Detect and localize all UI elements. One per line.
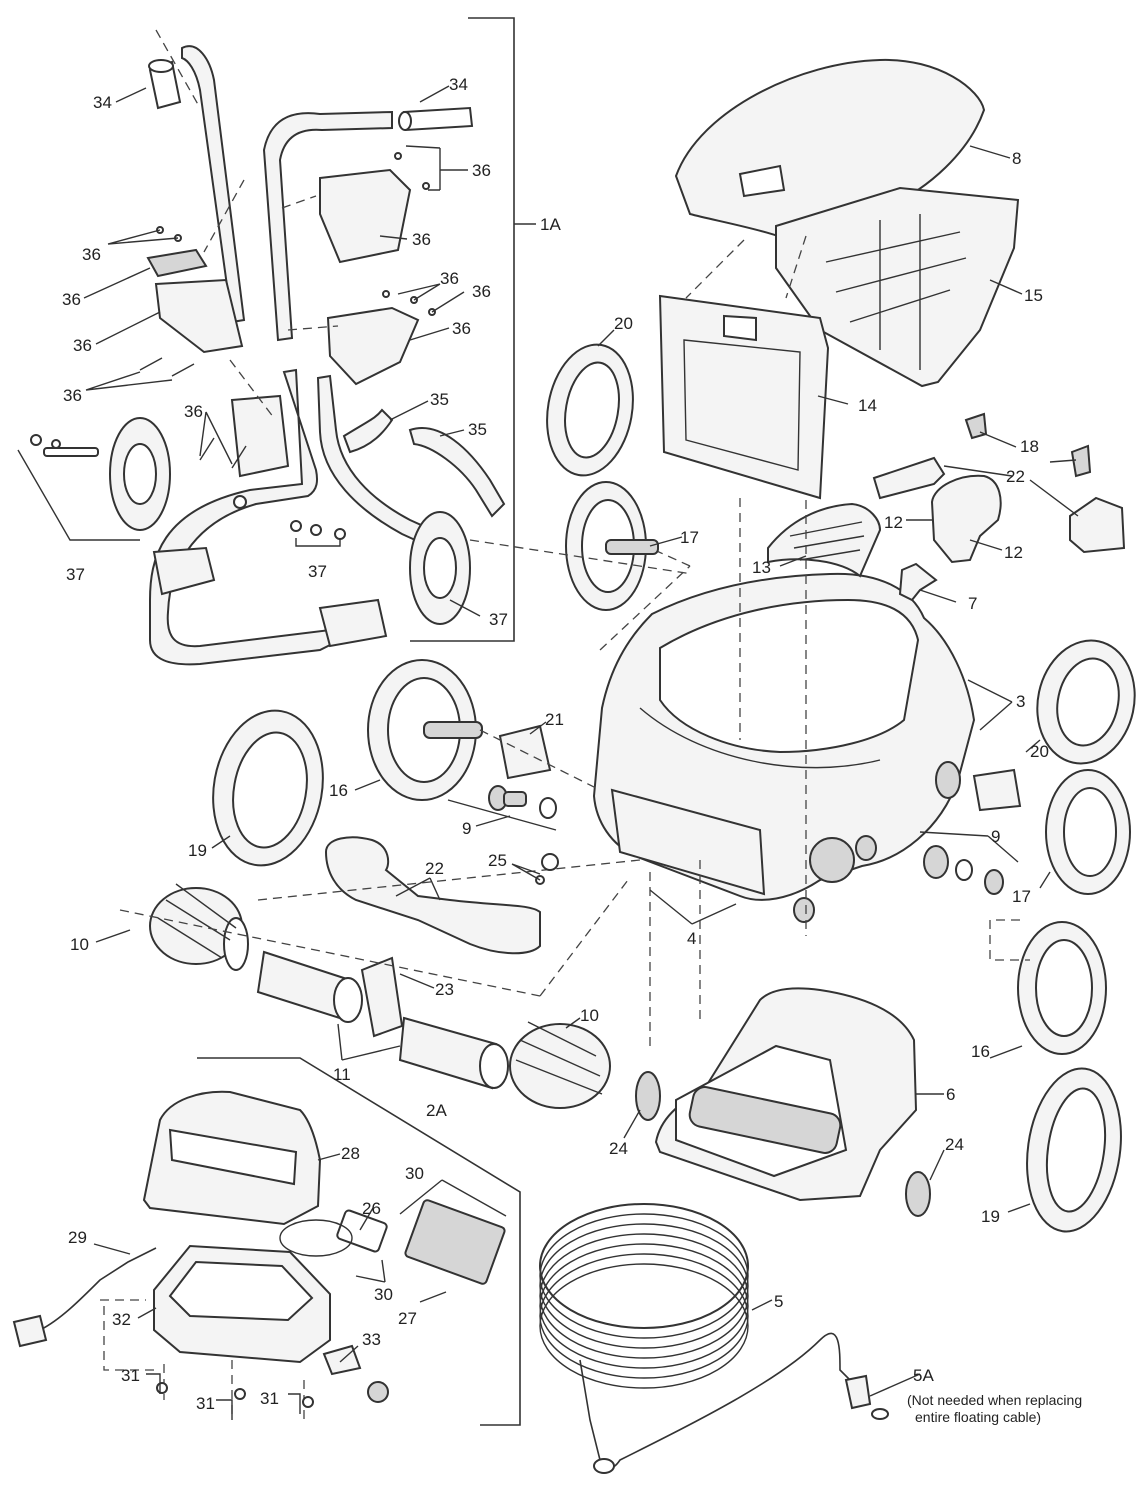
- callout-29: 29: [68, 1228, 87, 1247]
- callout-9a: 9: [462, 819, 472, 838]
- callout-37b: 37: [308, 562, 327, 581]
- callout-17a: 17: [680, 528, 699, 547]
- callout-36i: 36: [452, 319, 471, 338]
- callout-15: 15: [1024, 286, 1043, 305]
- robot-assembly: [592, 58, 1126, 1050]
- callout-20a: 20: [614, 314, 633, 333]
- callout-36c: 36: [73, 336, 92, 355]
- callout-36g: 36: [440, 269, 459, 288]
- bottom-housing: [535, 875, 931, 1217]
- callout-23: 23: [435, 980, 454, 999]
- callout-24b: 24: [945, 1135, 964, 1154]
- callout-30b: 30: [374, 1285, 393, 1304]
- callout-3: 3: [1016, 692, 1026, 711]
- callout-13: 13: [752, 558, 771, 577]
- power-supply-assembly: [12, 1090, 506, 1420]
- callout-22a: 22: [1006, 467, 1025, 486]
- callout-35a: 35: [430, 390, 449, 409]
- callout-31a: 31: [121, 1366, 140, 1385]
- callout-37a: 37: [66, 565, 85, 584]
- callout-36f: 36: [412, 230, 431, 249]
- wheels-and-tracks: [212, 343, 1136, 1233]
- callout-14: 14: [858, 396, 877, 415]
- callout-7: 7: [968, 594, 978, 613]
- callout-31c: 31: [260, 1389, 279, 1408]
- callout-27: 27: [398, 1309, 417, 1328]
- callout-24a: 24: [609, 1139, 628, 1158]
- callout-9b: 9: [991, 827, 1001, 846]
- callout-8: 8: [1012, 149, 1022, 168]
- callout-5: 5: [774, 1292, 784, 1311]
- callout-35b: 35: [468, 420, 487, 439]
- floating-cable: [539, 1203, 889, 1474]
- callout-25: 25: [488, 851, 507, 870]
- callout-34a: 34: [93, 93, 112, 112]
- callout-16b: 16: [971, 1042, 990, 1061]
- callout-32: 32: [112, 1310, 131, 1329]
- callout-36a: 36: [82, 245, 101, 264]
- note-5A-line2: entire floating cable): [915, 1408, 1042, 1425]
- note-5A: (Not needed when replacing entire floati…: [907, 1392, 1082, 1426]
- bracket-1A: [410, 17, 515, 642]
- callout-33: 33: [362, 1330, 381, 1349]
- callout-6: 6: [946, 1085, 956, 1104]
- callout-10a: 10: [70, 935, 89, 954]
- callout-5A: 5A: [913, 1366, 934, 1385]
- callout-34b: 34: [449, 75, 468, 94]
- callout-37c: 37: [489, 610, 508, 629]
- callout-1A: 1A: [540, 215, 561, 234]
- callout-22b: 22: [425, 859, 444, 878]
- callout-36e: 36: [472, 161, 491, 180]
- callout-20b: 20: [1030, 742, 1049, 761]
- callout-17b: 17: [1012, 887, 1031, 906]
- callout-12a: 12: [884, 513, 903, 532]
- leader-lines: [17, 85, 1079, 1420]
- callout-36b: 36: [62, 290, 81, 309]
- callout-36d: 36: [63, 386, 82, 405]
- brushes-and-rollers: [119, 836, 641, 1109]
- callout-11: 11: [333, 1065, 351, 1084]
- bracket-2A: [197, 1057, 521, 1426]
- callout-36j: 36: [184, 402, 203, 421]
- callout-2A: 2A: [426, 1101, 447, 1120]
- callout-28: 28: [341, 1144, 360, 1163]
- callout-26: 26: [362, 1199, 381, 1218]
- callout-19b: 19: [981, 1207, 1000, 1226]
- callout-18: 18: [1020, 437, 1039, 456]
- note-5A-line1: (Not needed when replacing: [907, 1392, 1083, 1408]
- callout-10b: 10: [580, 1006, 599, 1025]
- callout-4: 4: [687, 929, 697, 948]
- callout-31b: 31: [196, 1394, 215, 1413]
- caddy-assembly: [30, 29, 506, 666]
- callout-19a: 19: [188, 841, 207, 860]
- callout-36h: 36: [472, 282, 491, 301]
- callout-12b: 12: [1004, 543, 1023, 562]
- callout-21: 21: [545, 710, 564, 729]
- callout-30a: 30: [405, 1164, 424, 1183]
- callout-16a: 16: [329, 781, 348, 800]
